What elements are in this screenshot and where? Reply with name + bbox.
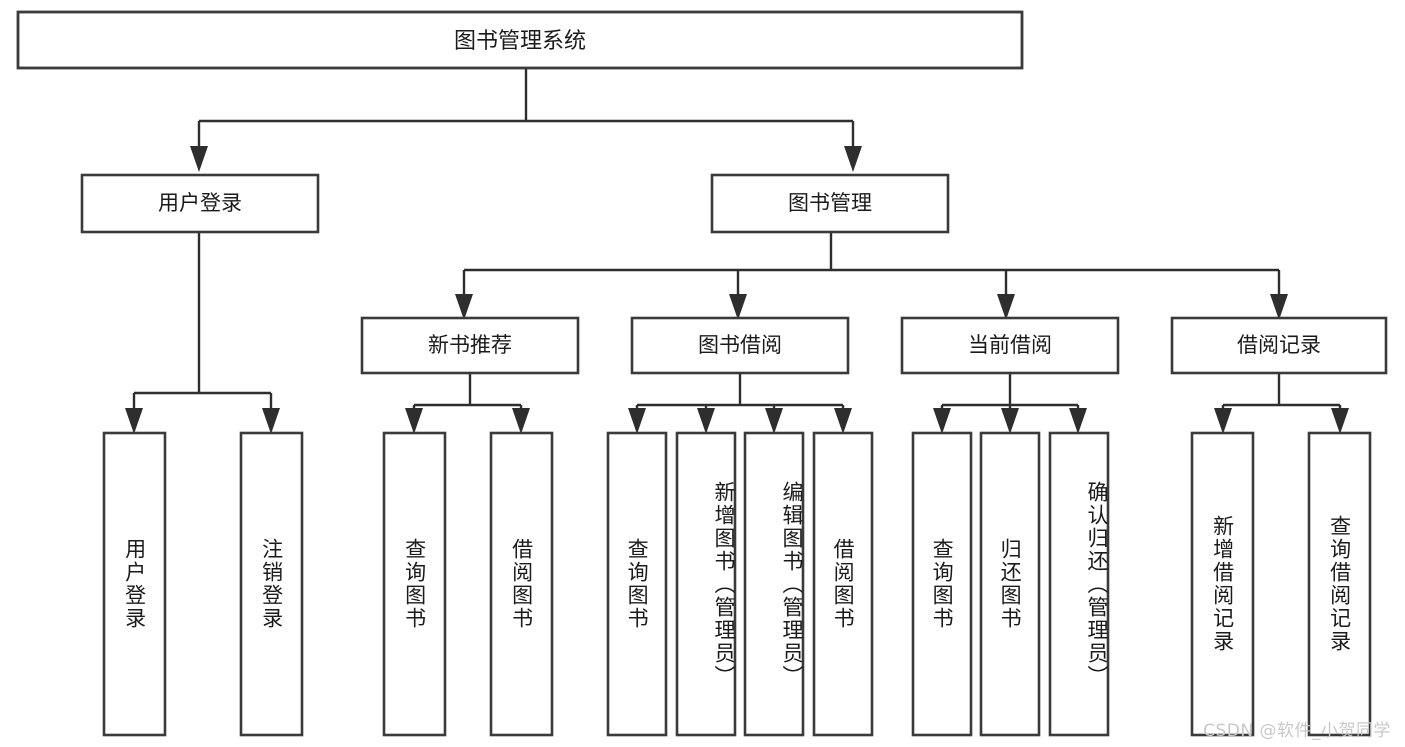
node-book-manage[interactable]: 图书管理 (710, 173, 950, 234)
node-book-borrow-box (630, 316, 850, 375)
arrow-down-icon (697, 408, 715, 434)
leaf-box-user-login[interactable] (102, 431, 167, 737)
connector-borrowrecord-to-leaves (1214, 373, 1349, 434)
arrow-down-icon (1331, 408, 1349, 434)
leaf-box-query-record[interactable] (1307, 431, 1372, 737)
arrow-down-icon (933, 408, 951, 434)
arrow-down-icon (628, 408, 646, 434)
leaf-box-edit-book[interactable] (743, 431, 805, 737)
leaf-box-query-book-2[interactable] (606, 431, 668, 737)
node-book-borrow[interactable]: 图书借阅 (630, 316, 850, 375)
node-root[interactable]: 图书管理系统 (16, 10, 1024, 70)
arrow-down-icon (125, 408, 143, 434)
leaf-box-confirm-return[interactable] (1048, 431, 1110, 737)
arrow-down-icon (1214, 408, 1232, 434)
arrow-down-icon (729, 294, 747, 320)
node-new-book-recommend-label: 新书推荐 (428, 333, 512, 357)
arrow-down-icon (1270, 294, 1288, 320)
arrow-down-icon (765, 408, 783, 434)
connector-currentborrow-to-leaves (933, 373, 1087, 434)
arrow-down-icon (405, 408, 423, 434)
node-book-manage-label: 图书管理 (788, 191, 872, 215)
leaf-box-return-book[interactable] (979, 431, 1041, 737)
node-borrow-record[interactable]: 借阅记录 (1170, 316, 1388, 375)
leaf-box-query-book-3[interactable] (911, 431, 973, 737)
arrow-down-icon (1069, 408, 1087, 434)
node-root-box (16, 10, 1024, 70)
csdn-watermark: CSDN @软件_小贺同学 (1203, 721, 1391, 741)
arrow-down-icon (834, 408, 852, 434)
node-current-borrow-box (900, 316, 1120, 375)
node-borrow-record-box (1170, 316, 1388, 375)
node-current-borrow[interactable]: 当前借阅 (900, 316, 1120, 375)
connector-bookborrow-to-leaves (628, 373, 852, 434)
leaf-box-query-book-1[interactable] (382, 431, 447, 737)
node-current-borrow-label: 当前借阅 (968, 333, 1052, 357)
connector-userlogin-to-leaves (125, 232, 280, 434)
node-borrow-record-label: 借阅记录 (1237, 333, 1321, 357)
leaf-box-borrow-book-1[interactable] (489, 431, 554, 737)
leaf-box-add-book[interactable] (675, 431, 737, 737)
connector-bookmanage-to-level3 (455, 232, 1288, 320)
arrow-down-icon (190, 146, 208, 172)
node-user-login-box (80, 173, 320, 234)
leaf-box-add-record[interactable] (1190, 431, 1255, 737)
arrow-down-icon (997, 294, 1015, 320)
arrow-down-icon (512, 408, 530, 434)
arrow-down-icon (455, 294, 473, 320)
arrow-down-icon (1001, 408, 1019, 434)
node-user-login[interactable]: 用户登录 (80, 173, 320, 234)
node-book-manage-box (710, 173, 950, 234)
node-book-borrow-label: 图书借阅 (698, 333, 782, 357)
arrow-down-icon (262, 408, 280, 434)
node-user-login-label: 用户登录 (158, 191, 242, 215)
node-new-book-recommend[interactable]: 新书推荐 (360, 316, 580, 375)
connector-newbook-to-leaves (405, 373, 530, 434)
arrow-down-icon (844, 146, 862, 172)
node-new-book-recommend-box (360, 316, 580, 375)
leaf-box-logout[interactable] (239, 431, 304, 737)
leaf-box-borrow-book-2[interactable] (812, 431, 874, 737)
node-root-label: 图书管理系统 (454, 29, 586, 54)
connector-root-to-level2 (190, 68, 862, 172)
